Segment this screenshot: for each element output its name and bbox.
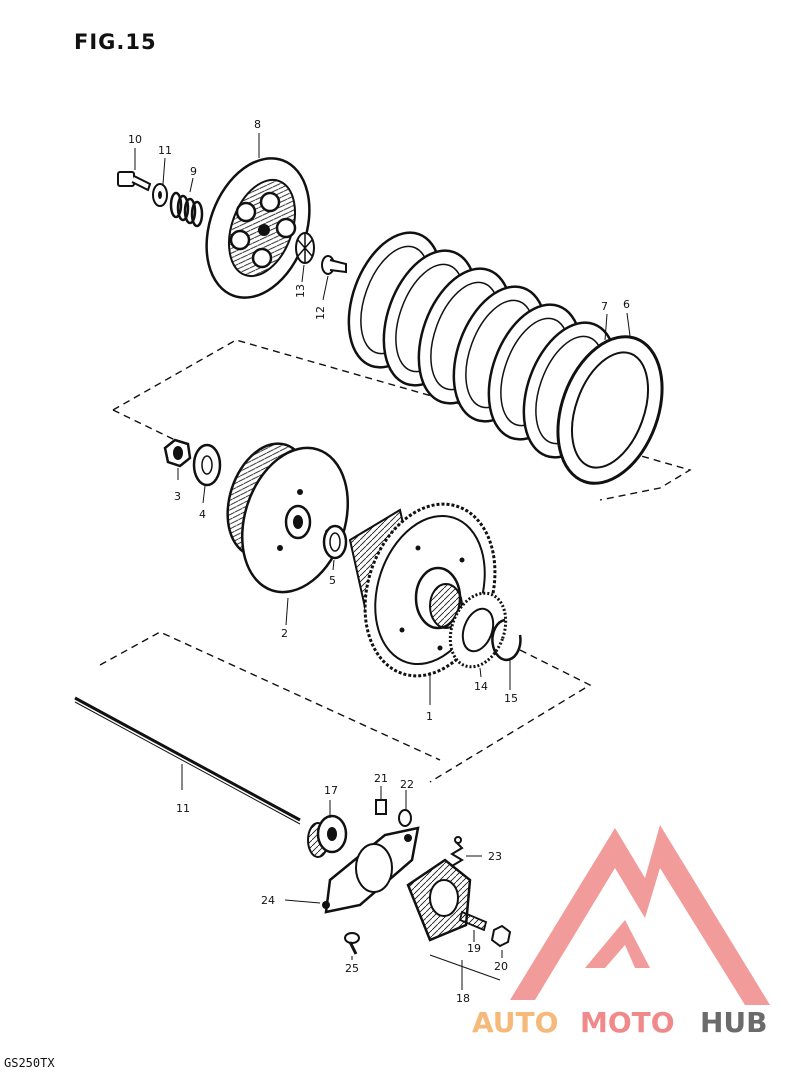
model-code: GS250TX (4, 1056, 55, 1070)
washer-part-11 (152, 183, 168, 207)
callout-13: 13 (294, 284, 307, 298)
callout-7: 7 (601, 300, 608, 313)
callout-10: 10 (128, 133, 142, 146)
callout-15: 15 (504, 692, 518, 705)
bolt-part-21 (375, 799, 387, 815)
callout-11-rod: 11 (176, 802, 190, 815)
callout-8: 8 (254, 118, 261, 131)
logo-word-moto: MOTO (580, 1006, 675, 1039)
callout-4: 4 (199, 508, 206, 521)
spring-part-9 (169, 191, 204, 228)
automotohub-watermark: AUTO MOTO HUB (472, 825, 770, 1039)
figure-title: FIG.15 (74, 30, 157, 54)
callout-2: 2 (281, 627, 288, 640)
callout-21: 21 (374, 772, 388, 785)
callout-17: 17 (324, 784, 338, 797)
leader-lines (134, 133, 631, 990)
release-cover-part-18 (406, 858, 472, 942)
circlip-part-15 (491, 618, 522, 662)
gear-part-14 (448, 591, 508, 669)
pressure-plate-part-8 (205, 157, 311, 299)
callout-9: 9 (190, 165, 197, 178)
oil-seal-part-17 (307, 814, 348, 858)
bearing-part-13 (295, 232, 315, 264)
logo-mark (510, 825, 770, 1005)
logo-word-hub: HUB (700, 1006, 768, 1039)
callout-5: 5 (329, 574, 336, 587)
callout-19: 19 (467, 942, 481, 955)
lockwasher-part-4 (192, 443, 222, 487)
callout-20: 20 (494, 960, 508, 973)
push-rod-part-11 (74, 696, 301, 825)
callout-3: 3 (174, 490, 181, 503)
callout-11: 11 (158, 144, 172, 157)
nut-part-20 (490, 924, 512, 948)
clutch-plate-stack-6-7 (347, 231, 664, 485)
spring-part-23 (450, 836, 464, 873)
callout-25: 25 (345, 962, 359, 975)
alignment-dash-lower (99, 631, 592, 783)
callout-18: 18 (456, 992, 470, 1005)
logo-word-auto: AUTO (472, 1006, 558, 1039)
callout-14: 14 (474, 680, 488, 693)
primary-driven-gear-part-1 (348, 502, 497, 678)
washer-part-5 (322, 524, 348, 560)
washer-part-22 (398, 809, 412, 827)
clutch-sleeve-hub-part-2 (226, 442, 350, 594)
pushrod-piece-part-12 (321, 255, 347, 275)
callout-1: 1 (426, 710, 433, 723)
callout-6: 6 (623, 298, 630, 311)
callout-22: 22 (400, 778, 414, 791)
nut-part-3 (163, 438, 192, 468)
screw-part-25 (344, 932, 360, 955)
adjusting-screw-part-19 (458, 910, 488, 932)
callout-24: 24 (261, 894, 275, 907)
callout-12: 12 (314, 306, 327, 320)
alignment-dash-upper (112, 339, 692, 501)
bolt-part-10 (117, 171, 152, 192)
callout-23: 23 (488, 850, 502, 863)
gasket-part-24 (322, 826, 420, 914)
callout-labels: 10 11 9 8 13 12 7 6 3 4 5 2 14 15 1 11 1… (128, 118, 630, 1005)
